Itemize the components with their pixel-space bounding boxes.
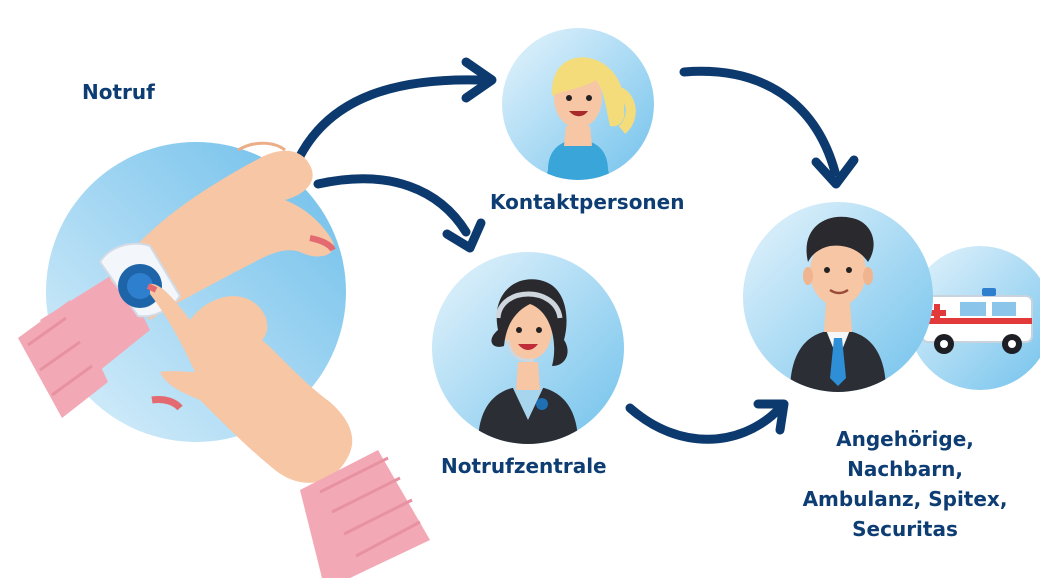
wrist-emergency-button-icon (18, 141, 430, 578)
arrow-callcenter-to-responders-head (753, 399, 789, 435)
emergency-label: Notruf (82, 80, 155, 104)
arrow-contacts-to-responders-head (811, 155, 859, 189)
responder-man-icon (743, 202, 933, 392)
responders-line-2: Nachbarn, (847, 457, 963, 481)
contact-person-icon (502, 28, 654, 180)
call-center-agent-icon (432, 252, 624, 444)
arrow-to-callcenter-head (442, 218, 486, 253)
ambulance-icon (908, 246, 1040, 390)
responders-line-3: Ambulanz, Spitex, (802, 487, 1008, 511)
flow-arrows (293, 57, 859, 444)
responders-line-4: Securitas (852, 517, 958, 541)
arrow-to-contacts (293, 75, 485, 165)
responders-label: Angehörige, Nachbarn, Ambulanz, Spitex, … (775, 424, 1035, 544)
arrow-to-callcenter (313, 174, 471, 237)
responders-line-1: Angehörige, (836, 427, 974, 451)
contacts-label: Kontaktpersonen (490, 190, 685, 214)
call-center-label: Notrufzentrale (441, 454, 607, 478)
arrow-to-contacts-head (461, 57, 497, 103)
arrow-callcenter-to-responders (625, 403, 781, 444)
arrow-contacts-to-responders (679, 66, 840, 177)
